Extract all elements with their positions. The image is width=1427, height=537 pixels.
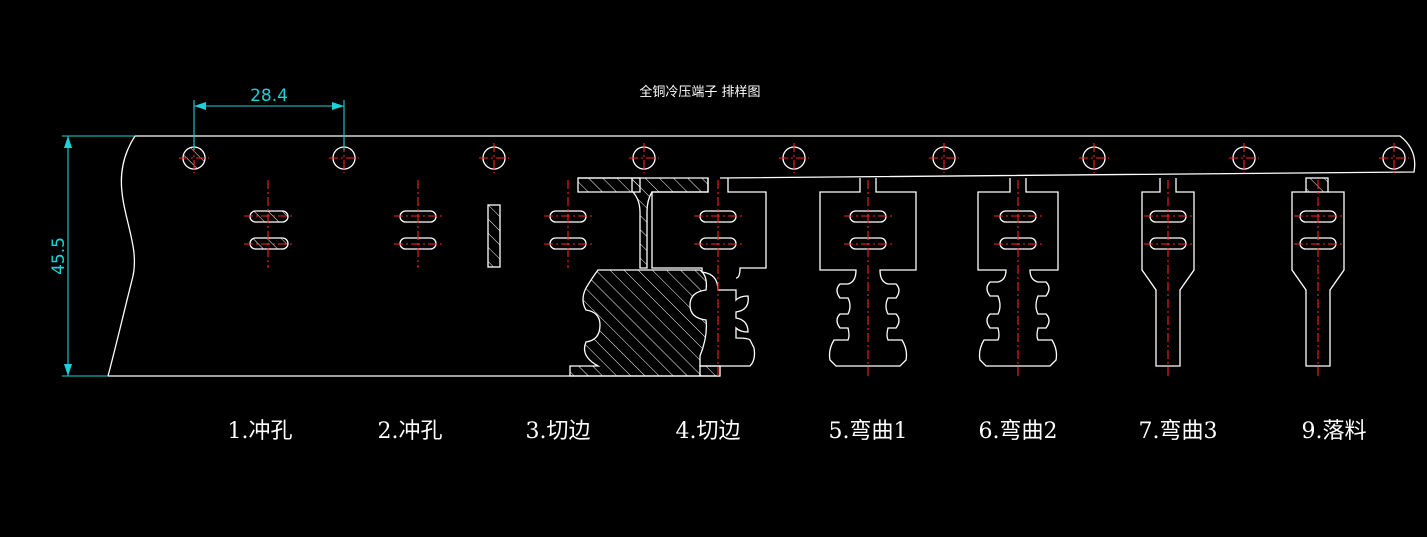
step-label: 2.冲孔 [378, 419, 443, 444]
pilot-hole [629, 143, 659, 173]
strip-left-wavy-edge [107, 135, 136, 377]
station-2-slots [394, 180, 442, 268]
step-label: 4.切边 [676, 419, 741, 444]
step-label: 7.弯曲3 [1139, 419, 1218, 444]
scrap-cutout [569, 177, 721, 377]
station-6-terminal [977, 178, 1059, 376]
pitch-dimension: 28.4 [193, 86, 345, 150]
step-labels: 1.冲孔 2.冲孔 3.切边 4.切边 5.弯曲1 6.弯曲2 7.弯曲3 9.… [228, 419, 1367, 444]
pitch-dimension-text: 28.4 [250, 86, 288, 106]
station-4-terminal [651, 178, 767, 376]
pilot-hole [1229, 143, 1259, 173]
station-3-cut-edge [487, 180, 592, 268]
drawing-title: 全铜冷压端子 排样图 [639, 84, 760, 100]
station-1-slots [244, 180, 293, 268]
pilot-hole [1379, 143, 1409, 173]
step-label: 9.落料 [1302, 419, 1367, 444]
pilot-hole [779, 143, 809, 173]
step-label: 1.冲孔 [228, 419, 293, 444]
step-label: 6.弯曲2 [979, 419, 1058, 444]
pilot-holes [179, 143, 1409, 173]
strip-outline [135, 135, 1416, 179]
step-label: 5.弯曲1 [829, 419, 908, 444]
station-9-terminal [1291, 177, 1345, 376]
pilot-hole [929, 143, 959, 173]
station-5-terminal [819, 178, 917, 376]
pilot-hole [479, 143, 509, 173]
step-label: 3.切边 [526, 419, 591, 444]
pilot-hole [1079, 143, 1109, 173]
strip-width-dimension-text: 45.5 [49, 237, 69, 275]
strip-width-dimension: 45.5 [49, 135, 135, 377]
station-7-terminal [1141, 178, 1195, 376]
pilot-hole [179, 143, 209, 173]
